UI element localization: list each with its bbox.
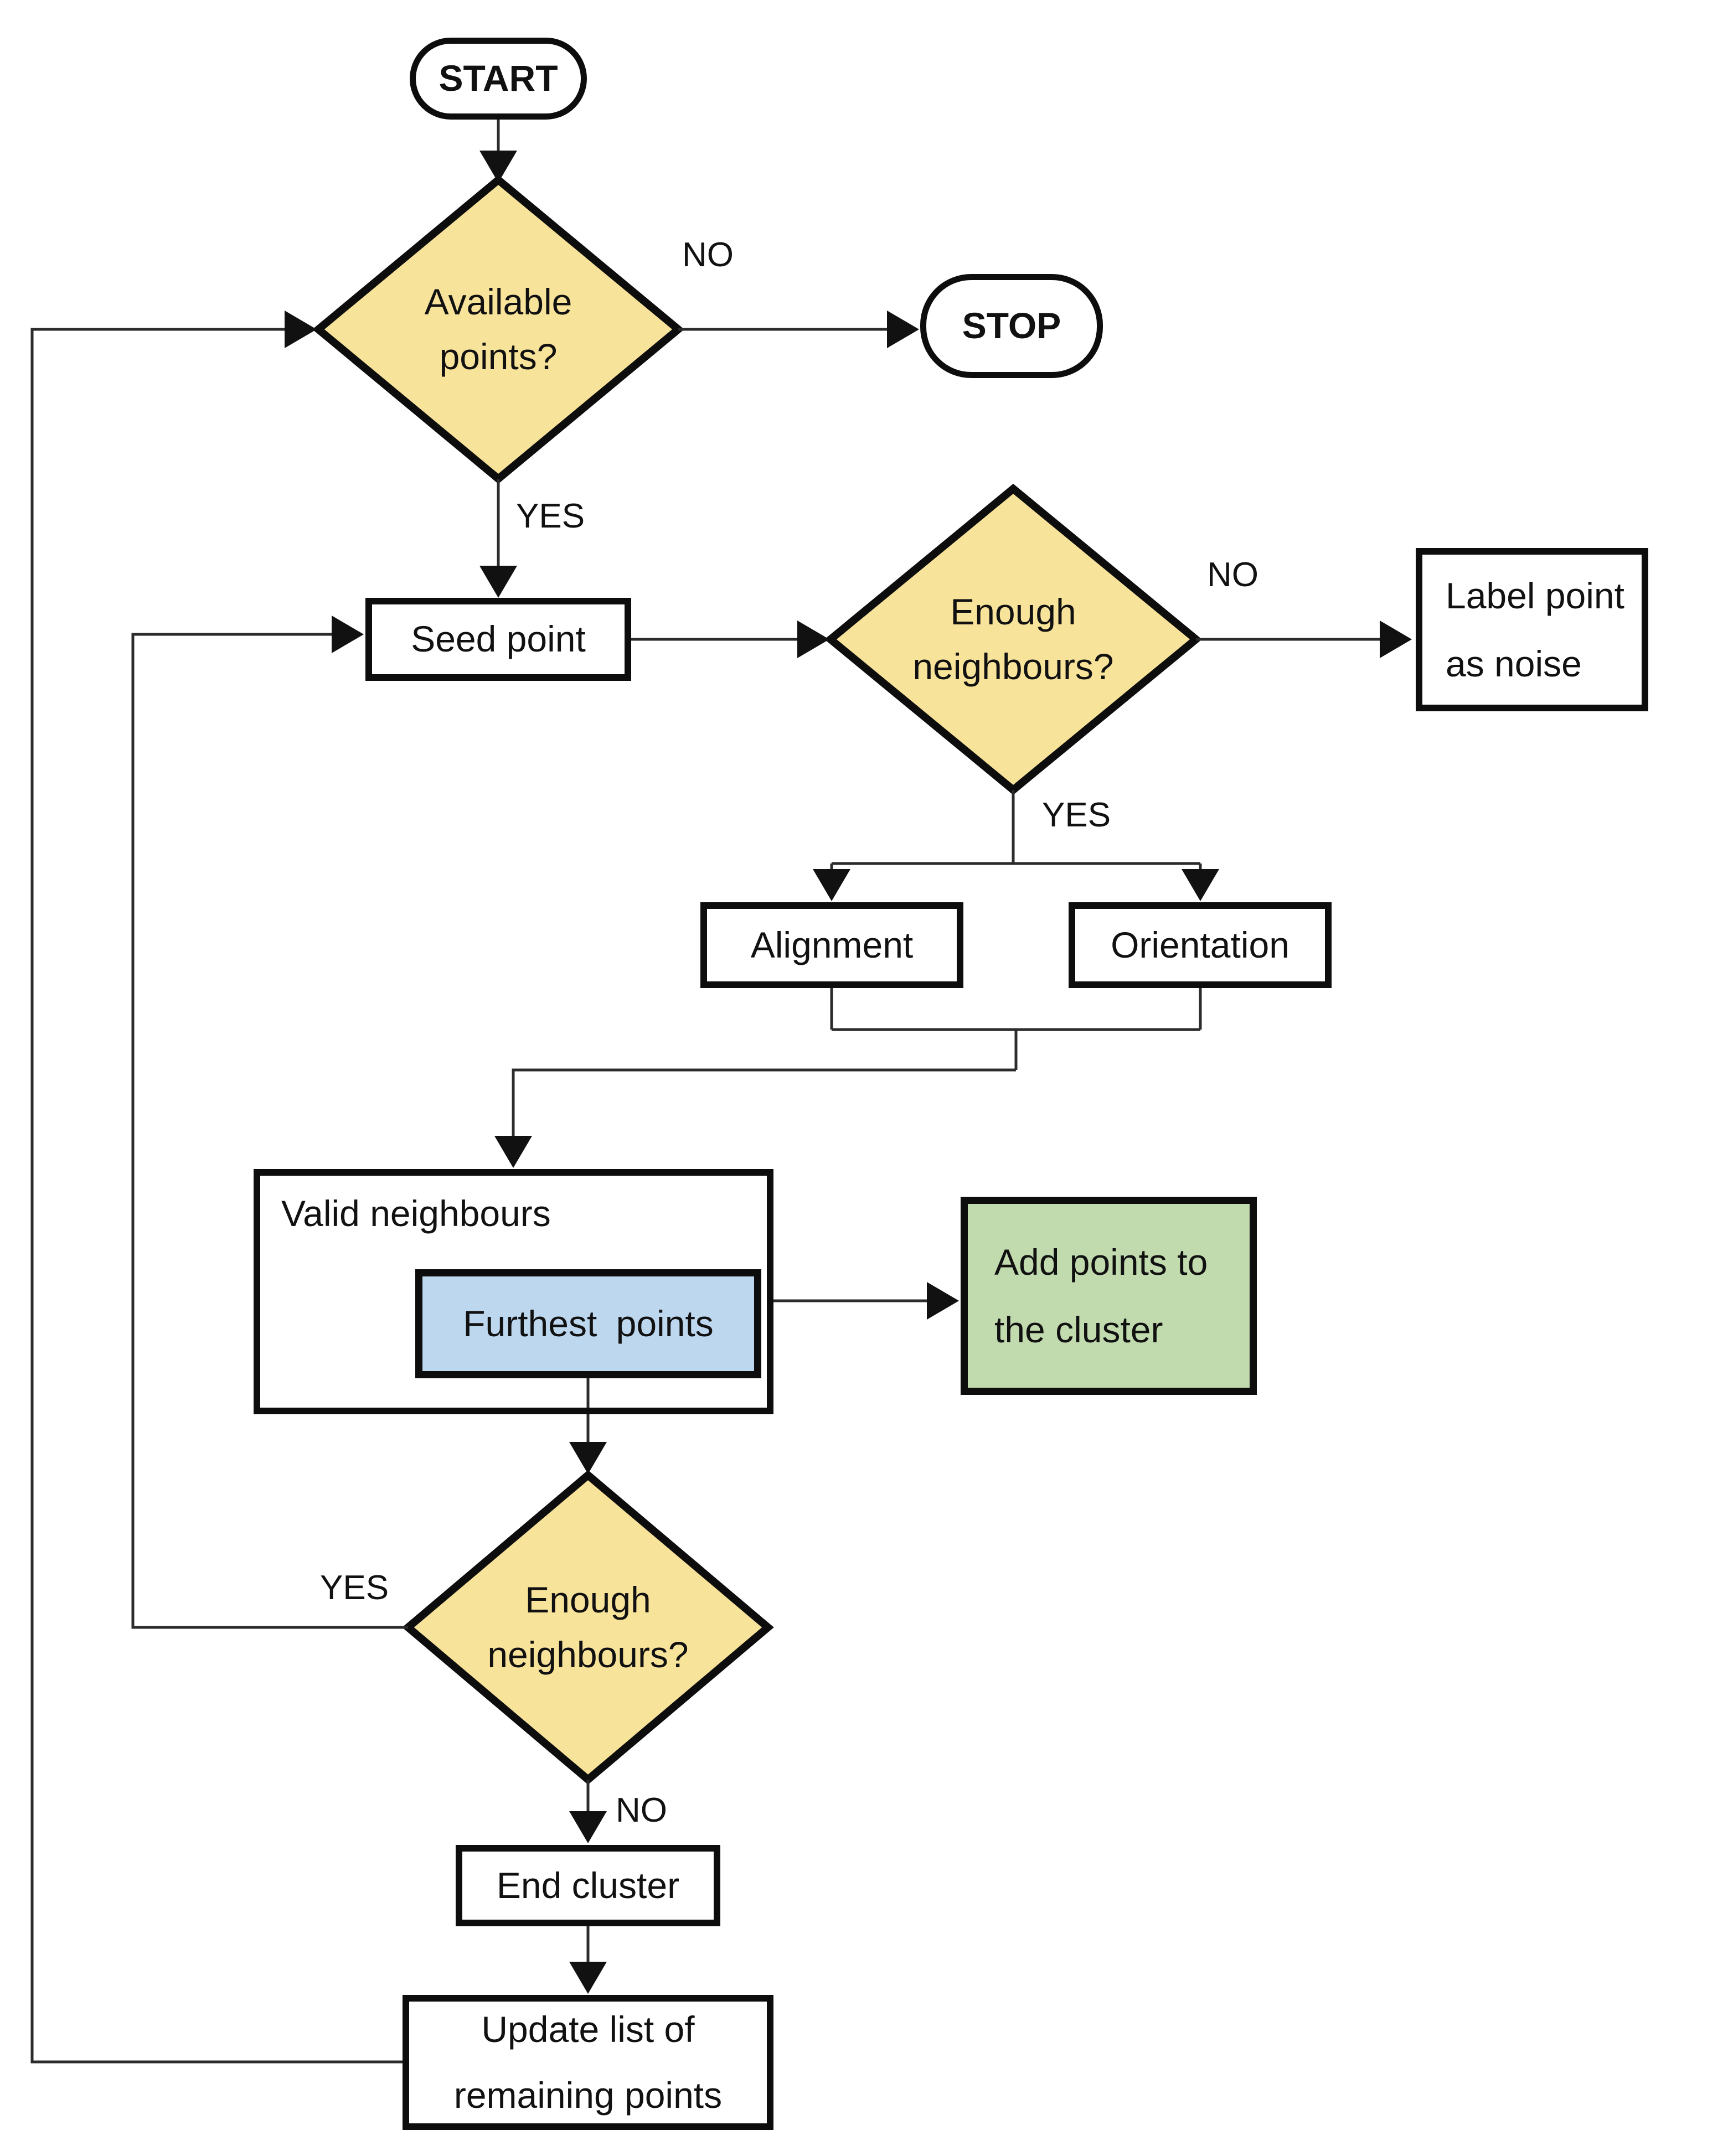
alignment-process: Alignment [700,902,963,988]
arrowhead-into-end-cluster [569,1811,607,1843]
arrowhead-into-addpoints [927,1282,959,1320]
seed-point-process: Seed point [365,598,631,681]
furthest-points-process: Furthest points [415,1269,761,1378]
decision-enough-neighbours-2-label: Enough neighbours? [487,1579,689,1675]
stop-terminal: STOP [920,274,1103,378]
arrowhead-into-enough2 [569,1442,607,1474]
arrowhead-into-enough1 [797,621,829,658]
label-point-as-noise-process: Label point as noise [1416,548,1648,711]
edge-label-enough1-yes: YES [1042,796,1111,834]
edge-enough2-yes-to-seed [131,633,408,1629]
edge-label-enough2-no: NO [616,1791,667,1829]
edge-label-available-yes: YES [516,497,585,535]
edge-merge-to-valid [512,1068,1016,1139]
valid-neighbours-container: Valid neighbours [254,1169,773,1414]
end-cluster-process: End cluster [456,1845,720,1926]
edge-label-enough1-no: NO [1207,556,1258,594]
decision-available-points-label: Available points? [424,281,572,377]
arrowhead-into-available-top [479,151,517,183]
arrowhead-into-stop [887,311,919,348]
edge-label-available-no: NO [682,236,734,274]
edge-update-to-available [30,328,404,2064]
arrowhead-into-seed-left [332,616,364,653]
arrowhead-into-valid [494,1136,532,1168]
arrowhead-into-noise [1380,621,1412,658]
arrowhead-into-alignment [813,869,850,901]
arrowhead-into-available-left [285,311,317,348]
arrowhead-into-update-list [569,1962,607,1994]
orientation-process: Orientation [1069,902,1332,988]
decision-enough-neighbours-1-label: Enough neighbours? [912,591,1114,687]
arrowhead-into-orientation [1182,869,1219,901]
add-points-to-cluster-process: Add points to the cluster [961,1197,1257,1395]
update-list-process: Update list of remaining points [403,1995,773,2130]
start-terminal: START [410,38,587,120]
arrowhead-into-seed-top [479,566,517,598]
edge-label-enough2-yes: YES [320,1569,389,1607]
